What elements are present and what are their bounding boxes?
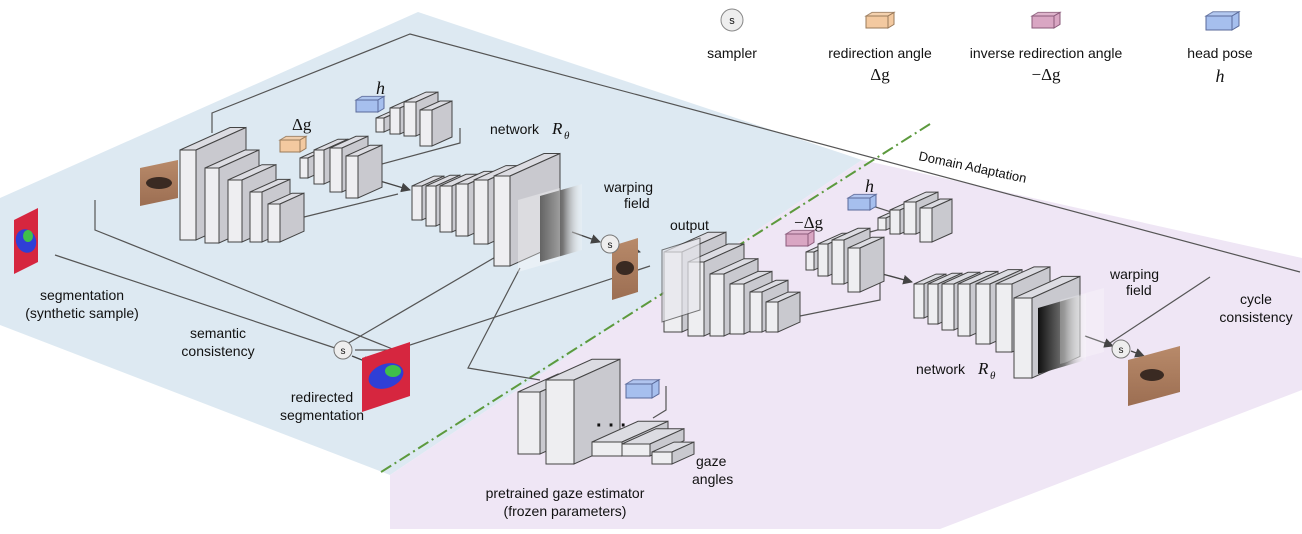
svg-text:R: R bbox=[551, 119, 563, 138]
segmentation-redirected bbox=[362, 342, 410, 412]
headpose-cube-top bbox=[354, 95, 386, 113]
legend-redirection-symbol: Δg bbox=[870, 65, 890, 84]
sampler-node-top: s bbox=[600, 234, 620, 254]
redirected-segmentation-label-2: segmentation bbox=[280, 407, 364, 423]
svg-text:s: s bbox=[729, 15, 735, 27]
gaze-angles-label-2: angles bbox=[692, 471, 733, 487]
network-label-bottom: network R θ bbox=[916, 359, 996, 382]
warping-field-top-label-1: warping bbox=[603, 179, 653, 195]
gaze-angles-label-1: gaze bbox=[696, 453, 727, 469]
input-eye-image bbox=[140, 160, 178, 206]
network-label-top: network R θ bbox=[490, 119, 570, 142]
sampler-node-semantic: s bbox=[333, 340, 353, 360]
warping-field-top-label-2: field bbox=[624, 195, 650, 211]
angle-branch-top-layer-4 bbox=[345, 144, 383, 199]
neg-dg-symbol-bottom: −Δg bbox=[794, 213, 824, 232]
legend-redirection-icon bbox=[864, 11, 896, 29]
warping-field-bottom bbox=[1038, 294, 1086, 374]
cycle-consistency-label-2: consistency bbox=[1219, 309, 1292, 325]
h-symbol-top: h bbox=[376, 78, 385, 98]
svg-text:network: network bbox=[916, 361, 966, 377]
h-symbol-bottom: h bbox=[865, 176, 874, 196]
arrow-sampler-to-cycle bbox=[1130, 348, 1145, 358]
legend-headpose-symbol: h bbox=[1216, 66, 1225, 86]
svg-text:s: s bbox=[341, 346, 346, 357]
legend-inverse-icon bbox=[1030, 11, 1062, 29]
headpose-cube-bottom bbox=[846, 193, 878, 211]
legend-redirection-label: redirection angle bbox=[828, 45, 932, 61]
warping-field-bottom-label-2: field bbox=[1126, 282, 1152, 298]
output-eye-image bbox=[612, 238, 638, 300]
network-layers bbox=[179, 91, 1081, 465]
redirected-segmentation-label-1: redirected bbox=[291, 389, 353, 405]
legend: s sampler redirection angle Δg inverse r… bbox=[707, 8, 1253, 86]
output-label: output bbox=[670, 217, 709, 233]
legend-headpose-label: head pose bbox=[1187, 45, 1253, 61]
svg-text:s: s bbox=[608, 240, 613, 251]
gaze-estimator-label-1: pretrained gaze estimator bbox=[486, 485, 645, 501]
semantic-consistency-label-2: consistency bbox=[181, 343, 254, 359]
warping-field-top bbox=[540, 184, 582, 262]
angle-branch-bottom-layer-4 bbox=[847, 236, 885, 293]
gaze-estimator-conv-2 bbox=[545, 358, 621, 465]
cycle-eye-image bbox=[1128, 346, 1180, 406]
legend-inverse-symbol: −Δg bbox=[1031, 65, 1061, 84]
svg-text:θ: θ bbox=[564, 130, 570, 142]
svg-text:R: R bbox=[977, 359, 989, 378]
gaze-estimator-label-2: (frozen parameters) bbox=[504, 503, 627, 519]
segmentation-synthetic bbox=[14, 208, 38, 274]
output-slab bbox=[661, 237, 701, 323]
warping-field-top-ghost bbox=[518, 188, 560, 272]
headpose-branch-bottom-layer-4 bbox=[919, 198, 953, 243]
legend-sampler-label: sampler bbox=[707, 45, 757, 61]
arrow-to-sampler-bottom bbox=[1084, 335, 1114, 348]
ellipsis-dots: · · · bbox=[596, 415, 627, 437]
legend-sampler-icon: s bbox=[720, 8, 744, 32]
legend-headpose-icon bbox=[1204, 10, 1241, 31]
svg-text:s: s bbox=[1119, 345, 1124, 356]
warping-field-bottom-label-1: warping bbox=[1109, 266, 1159, 282]
dg-symbol-top: Δg bbox=[292, 115, 312, 134]
gaze-estimator-fc-2 bbox=[621, 427, 685, 457]
sampler-node-bottom: s bbox=[1111, 339, 1131, 359]
headpose-branch-top-layer-4 bbox=[419, 100, 453, 147]
headpose-cube-gaze bbox=[624, 378, 661, 399]
svg-text:network: network bbox=[490, 121, 540, 137]
semantic-consistency-label-1: semantic bbox=[190, 325, 246, 341]
redirection-angle-cube-top bbox=[278, 135, 308, 153]
legend-inverse-label: inverse redirection angle bbox=[970, 45, 1123, 61]
encoder-top-layer-5 bbox=[267, 192, 305, 243]
synthetic-domain-region bbox=[0, 12, 862, 475]
svg-text:θ: θ bbox=[990, 370, 996, 382]
domain-adaptation-line bbox=[377, 123, 931, 475]
condition-cubes bbox=[278, 10, 1241, 399]
inverse-angle-cube-bottom bbox=[784, 229, 816, 247]
segmentation-label-1: segmentation bbox=[40, 287, 124, 303]
encoder-bottom-layer-6 bbox=[765, 291, 801, 333]
segmentation-label-2: (synthetic sample) bbox=[25, 305, 139, 321]
gaze-estimator-fc-3 bbox=[651, 441, 695, 465]
warping-field-bottom-ghost bbox=[1060, 288, 1104, 364]
cycle-consistency-label-1: cycle bbox=[1240, 291, 1272, 307]
